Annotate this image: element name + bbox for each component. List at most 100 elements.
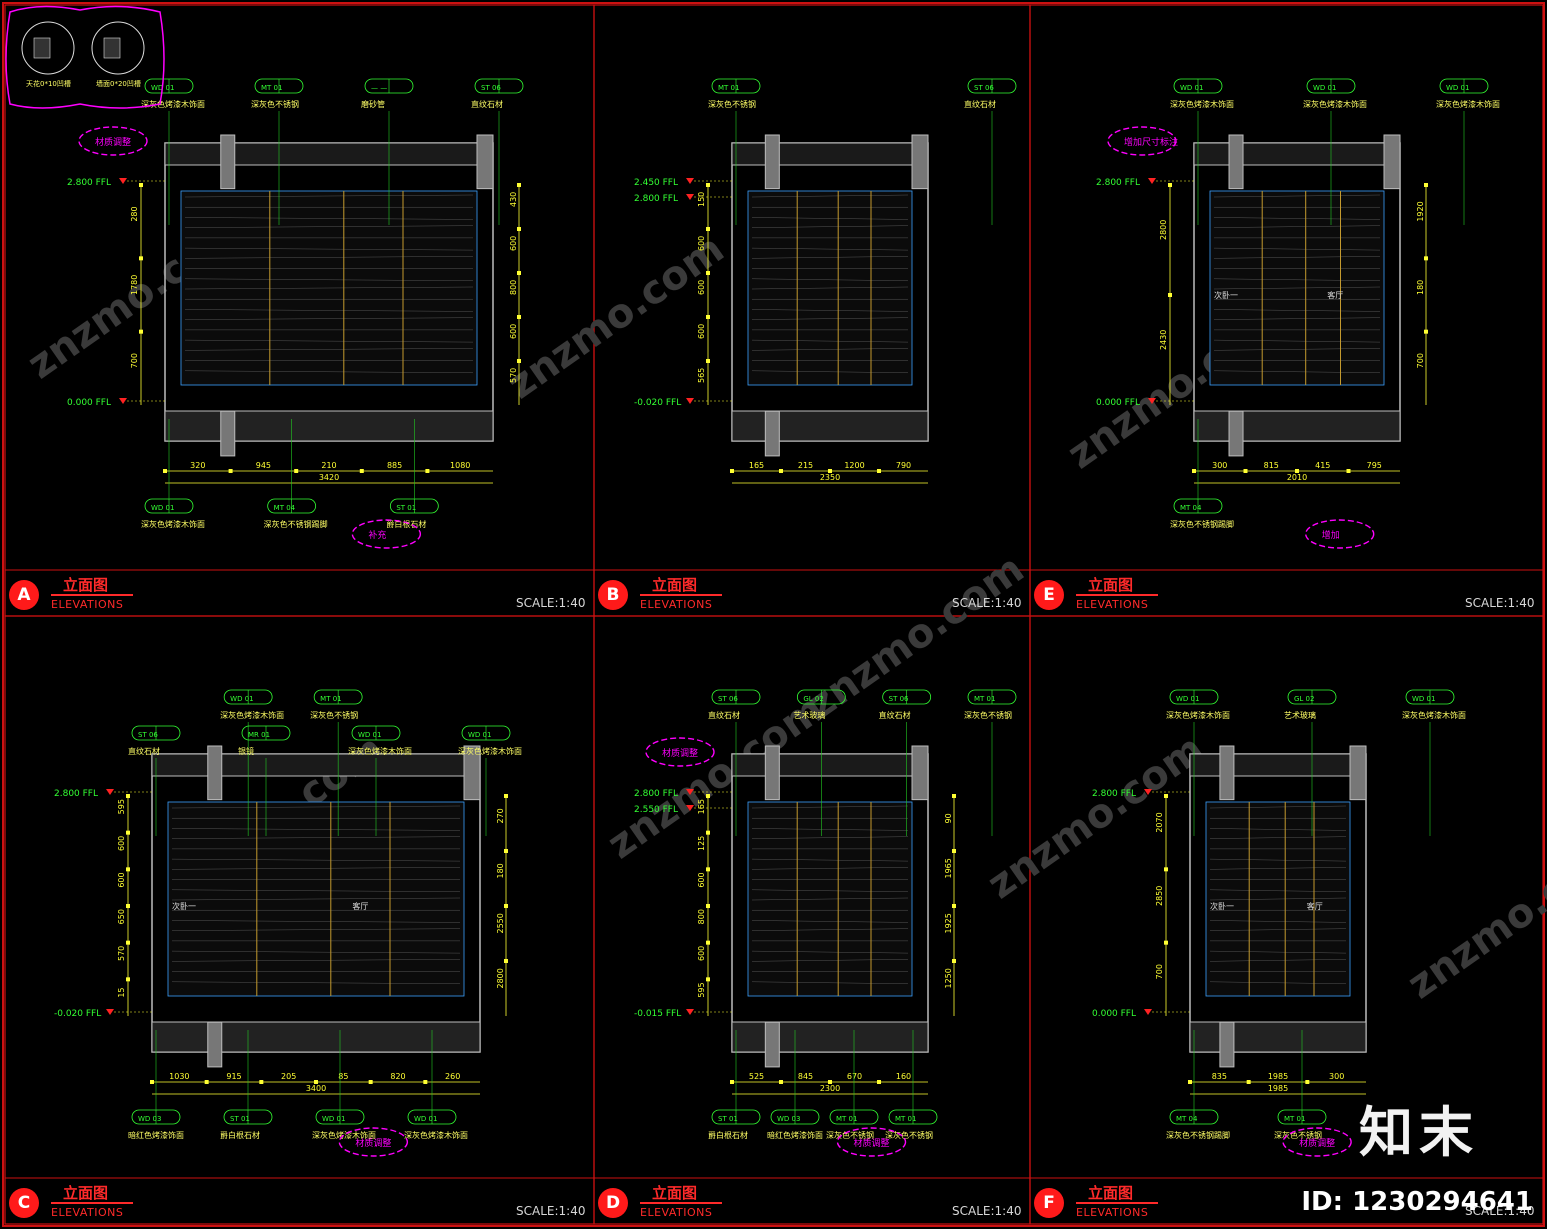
level-label: -0.015 FFL [634,1009,681,1019]
watermark-6: znzmo.com [1399,826,1547,1008]
detail-label: 墙面0*20凹槽 [96,79,141,88]
dim-left-value: 700 [130,353,139,368]
revision-cloud [78,126,148,156]
ceiling-slab [151,753,481,777]
dim-tick [139,256,143,261]
revision-note: 材质调整 [854,1137,890,1149]
grain-line [1209,959,1347,962]
dim-bottom-value: 835 [1212,1072,1227,1081]
dim-tick [1424,256,1428,261]
dim-bottom-value: 790 [896,461,911,470]
material-desc: 深灰色不锈钢 [826,1130,874,1140]
level-marker [686,178,694,184]
column-top [207,745,223,801]
column-right [1349,745,1367,801]
dim-left-value: 600 [697,324,706,339]
dim-left-value: 1780 [130,275,139,295]
column-bottom [1228,410,1244,457]
material-desc: 艺术玻璃 [793,710,825,720]
grain-line [171,959,461,962]
dim-right-value: 570 [509,368,518,383]
dim-tick [368,1080,373,1084]
dim-right-value: 90 [944,813,953,823]
dim-bottom-value: 1985 [1268,1072,1288,1081]
column-right [476,134,494,190]
panel-letter-b: B [598,580,628,610]
grain-line [1209,897,1347,901]
grain-line [1213,278,1381,282]
material-code: MT 01 [1284,1115,1305,1123]
grain-line [184,256,474,259]
material-code: WD 01 [468,731,491,739]
material-desc: 深灰色不锈钢 [310,710,358,720]
dim-tick [504,849,508,853]
revision-note: 材质调整 [355,1137,391,1149]
revision-note: 增加 [1322,529,1340,541]
dim-tick [517,227,521,231]
material-code: WD 01 [1176,695,1199,703]
dim-tick [952,959,956,963]
dim-right-value: 600 [509,236,518,251]
grain-line [171,928,461,931]
material-desc: 直纹石材 [879,710,911,720]
dim-bottom-value: 205 [281,1072,296,1081]
dim-left-value: 600 [117,836,126,851]
dim-tick [1305,1080,1310,1084]
detail-section [103,37,121,59]
dim-left-value: 600 [697,946,706,961]
dim-bottom-value: 945 [256,461,271,470]
dim-left-value: 2070 [1155,812,1164,832]
column-bottom [764,410,780,457]
title-underline [640,594,722,596]
level-label: 2.800 FFL [1092,789,1136,799]
dim-tick [1192,469,1196,473]
material-desc: 深灰色不锈钢 [251,99,299,109]
material-code: MT 01 [895,1115,916,1123]
dim-tick [517,359,521,363]
dim-bottom-value: 845 [798,1072,813,1081]
dim-left-value: 165 [697,799,706,814]
material-code: MT 04 [1180,504,1202,512]
dim-bottom-value: 885 [387,461,402,470]
grain-line [751,889,909,893]
dim-tick [877,1080,881,1084]
column-top [764,134,780,190]
grain-line [1209,836,1347,839]
dim-tick [1168,183,1172,187]
material-desc: 深灰色烤漆木饰面 [1166,710,1230,720]
panel-scale: SCALE:1:40 [952,1204,1022,1218]
material-code: ST 06 [138,731,158,739]
dim-tick [779,469,783,473]
material-code: WD 01 [322,1115,345,1123]
dim-left-value: 2850 [1155,886,1164,906]
room-label: 次卧一 [1214,290,1238,300]
material-desc: 暗红色烤漆饰面 [128,1130,184,1140]
dim-tick [952,849,956,853]
grain-line [751,805,909,809]
dim-right-value: 1965 [944,858,953,878]
detail-callouts: 天花0*10凹槽墙面0*20凹槽 [5,5,165,109]
grain-line [751,858,909,862]
grain-line [1213,286,1381,290]
dim-bottom-value: 85 [338,1072,348,1081]
column-bottom [220,410,236,457]
dim-left-value: 595 [697,982,706,997]
floor-slab [151,1021,481,1053]
room-label: 客厅 [1307,901,1323,911]
dim-tick [517,183,521,187]
detail-section [33,37,51,59]
material-desc: 深灰色烤漆木饰面 [458,746,522,756]
material-code: MR 01 [248,731,270,739]
dim-left-value: 650 [117,909,126,924]
grain-line [751,339,909,343]
level-marker [1144,1009,1152,1015]
grain-line [184,309,474,312]
ceiling-slab [1189,753,1367,777]
grain-line [751,950,909,954]
dim-tick [423,1080,428,1084]
grain-line [751,278,909,282]
detail-cloud [5,5,165,109]
column-top [1219,745,1235,801]
